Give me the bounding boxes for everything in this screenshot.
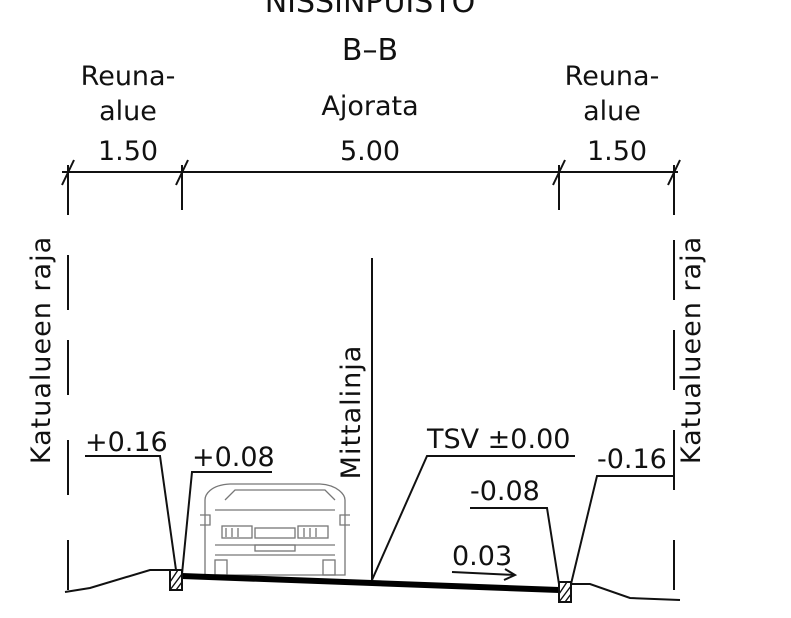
zone-left-width: 1.50 [98, 136, 158, 167]
zone-right-name-1: Reuna- [565, 61, 660, 92]
slope-indicator: 0.03 [451, 541, 518, 581]
zone-right-name-2: alue [583, 96, 641, 127]
zone-center-width: 5.00 [340, 136, 400, 167]
section-label: B–B [342, 33, 398, 68]
elevation-center: TSV ±0.00 [371, 424, 575, 581]
boundary-label-right: Katualueen raja [676, 236, 707, 464]
elevation-left-inner: +0.08 [181, 442, 275, 575]
svg-text:-0.16: -0.16 [597, 444, 667, 475]
boundary-label-left: Katualueen raja [26, 236, 57, 464]
zone-left-name-2: alue [99, 96, 157, 127]
centerline-label: Mittalinja [336, 345, 367, 480]
drawing-title: NISSINPUISTO [265, 0, 476, 20]
ground-right [571, 583, 681, 601]
svg-text:0.03: 0.03 [452, 541, 512, 572]
svg-text:-0.08: -0.08 [470, 476, 540, 507]
right-curb [558, 581, 572, 603]
elevation-left-outer: +0.16 [85, 427, 177, 571]
svg-text:TSV ±0.00: TSV ±0.00 [426, 424, 570, 455]
svg-text:+0.08: +0.08 [192, 442, 275, 473]
zone-right-width: 1.50 [587, 136, 647, 167]
elevation-right-inner: -0.08 [470, 476, 560, 585]
car-silhouette [200, 483, 350, 576]
svg-text:+0.16: +0.16 [85, 427, 168, 458]
left-curb [169, 569, 183, 591]
dimension-line [61, 159, 681, 215]
elevation-right-outer: -0.16 [570, 444, 674, 585]
zone-center-name: Ajorata [321, 91, 418, 122]
ground-left [64, 569, 170, 593]
zone-left-name-1: Reuna- [81, 61, 176, 92]
road-surface [181, 573, 560, 593]
